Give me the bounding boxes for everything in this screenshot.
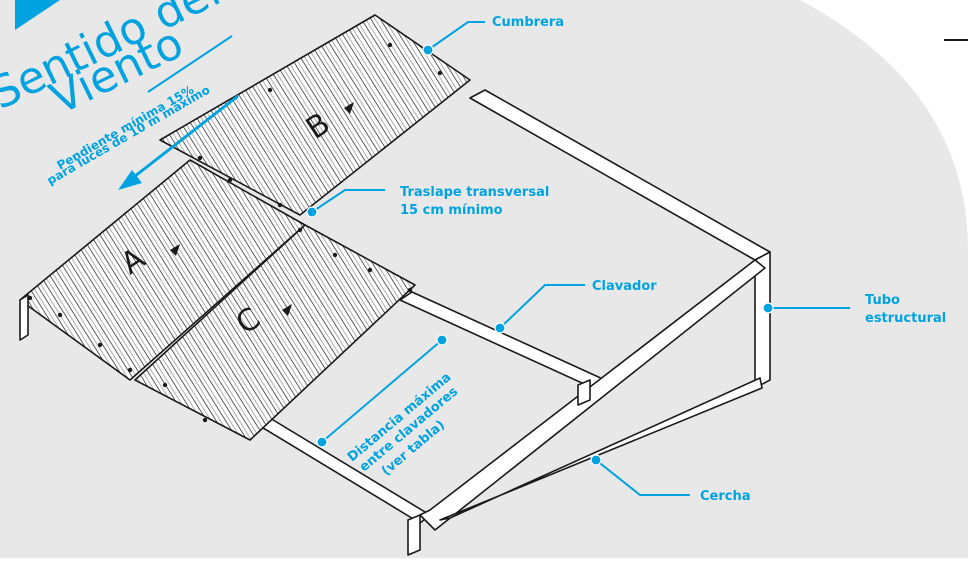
sheet-b	[159, 14, 471, 216]
roof-sheets	[19, 14, 471, 441]
traslape-label-line2: 15 cm mínimo	[400, 203, 503, 218]
sheet-c	[134, 224, 416, 441]
cercha-truss	[439, 377, 763, 521]
clavador-leader	[499, 284, 585, 329]
traslape-label-line1: Traslape transversal	[400, 185, 549, 200]
sheet-a-arrow-icon	[170, 244, 180, 256]
traslape-leader	[311, 189, 385, 213]
sheet-b-arrow-icon	[344, 102, 354, 114]
wind-arrow-icon	[15, 0, 60, 30]
nails	[27, 42, 443, 423]
sheet-c-arrow-icon	[282, 304, 292, 316]
cumbrera-leader	[427, 21, 485, 51]
wind-direction-arrow-icon	[118, 94, 239, 190]
cercha-leader	[595, 459, 690, 496]
cumbrera-label: Cumbrera	[492, 15, 564, 30]
tubo-label-line1: Tubo	[865, 293, 900, 308]
cercha-label: Cercha	[700, 489, 751, 504]
clavador-label: Clavador	[592, 279, 657, 294]
frame	[249, 89, 771, 556]
slope-guide-line	[147, 35, 233, 93]
distancia-leader	[321, 339, 443, 443]
tubo-label-line2: estructural	[865, 311, 946, 326]
